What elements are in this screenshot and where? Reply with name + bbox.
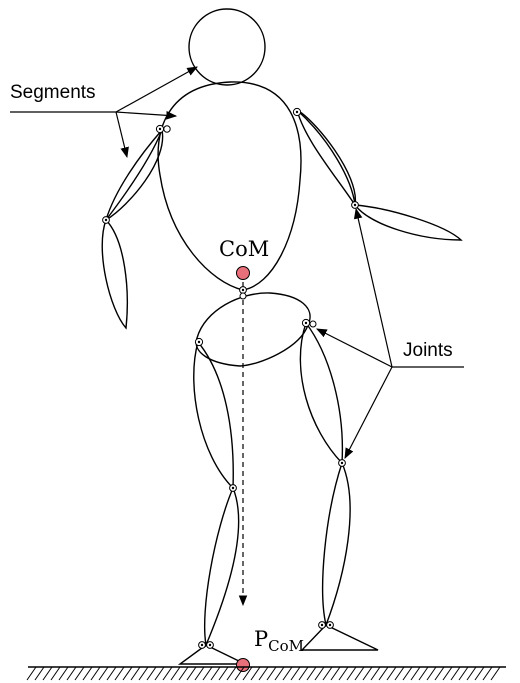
ground-hatch-line [91, 667, 100, 680]
ground-hatch-line [267, 667, 276, 680]
right-upper-arm-segment [297, 110, 355, 205]
ground-hatching [27, 667, 500, 680]
right-shank-segment [323, 463, 350, 625]
joint-right-elbow [352, 202, 359, 209]
ground-hatch-line [227, 667, 236, 680]
pcom-label: PCoM [254, 627, 304, 655]
ground-hatch-line [283, 667, 292, 680]
ground-hatch-line [27, 667, 36, 680]
ground-hatch-line [419, 667, 428, 680]
ground-hatch-line [347, 667, 356, 680]
ground-hatch-line [427, 667, 436, 680]
ground-hatch-line [83, 667, 92, 680]
left-shank-segment [205, 488, 239, 645]
ground-hatch-line [211, 667, 220, 680]
ground-hatch-line [339, 667, 348, 680]
pelvis-segment [196, 293, 310, 366]
ground-hatch-line [107, 667, 116, 680]
joint-left-shoulder [156, 125, 170, 132]
ground-hatch-line [155, 667, 164, 680]
pcom-marker [237, 659, 250, 672]
joint-spine [240, 287, 247, 299]
ground-hatch-line [43, 667, 52, 680]
ground-hatch-line [355, 667, 364, 680]
ground-hatch-line [163, 667, 172, 680]
ground-hatch-line [435, 667, 444, 680]
ground-hatch-line [379, 667, 388, 680]
ground-hatch-line [179, 667, 188, 680]
right-forearm-segment [355, 205, 461, 240]
ground-hatch-line [307, 667, 316, 680]
ground-hatch-line [371, 667, 380, 680]
ground-hatch-line [483, 667, 492, 680]
joint-markers [103, 108, 359, 648]
ground-hatch-line [123, 667, 132, 680]
ground-hatch-line [291, 667, 300, 680]
joints-arrow-hip [317, 329, 392, 367]
ground-hatch-line [443, 667, 452, 680]
ground-hatch-line [99, 667, 108, 680]
ground-hatch-line [403, 667, 412, 680]
ground-hatch-line [51, 667, 60, 680]
ground-hatch-line [467, 667, 476, 680]
joint-left-knee [230, 485, 237, 492]
joint-right-shoulder [293, 108, 300, 115]
ground-hatch-line [219, 667, 228, 680]
ground-hatch-line [363, 667, 372, 680]
ground-hatch-line [251, 667, 260, 680]
ground-hatch-line [147, 667, 156, 680]
ground-hatch-line [59, 667, 68, 680]
ground [27, 667, 506, 680]
ground-hatch-line [115, 667, 124, 680]
ground-hatch-line [203, 667, 212, 680]
joint-left-elbow [103, 217, 110, 224]
ground-hatch-line [259, 667, 268, 680]
ground-hatch-line [395, 667, 404, 680]
segments-arrow-arm [116, 112, 127, 157]
ground-hatch-line [315, 667, 324, 680]
right-upper-arm-outline [297, 110, 355, 205]
joints-arrow-elbow [356, 209, 392, 367]
ground-hatch-line [195, 667, 204, 680]
ground-hatch-line [275, 667, 284, 680]
com-marker [237, 267, 250, 280]
ground-hatch-line [459, 667, 468, 680]
ground-hatch-line [451, 667, 460, 680]
ground-hatch-line [299, 667, 308, 680]
joints-label: Joints [403, 340, 453, 361]
ground-hatch-line [323, 667, 332, 680]
right-foot-segment [302, 625, 378, 650]
left-upper-arm-outline [106, 130, 163, 220]
head-segment [189, 9, 265, 85]
joint-right-hip [302, 319, 316, 327]
segments-arrow-trunk [116, 112, 176, 116]
ground-hatch-line [411, 667, 420, 680]
right-thigh-segment [300, 323, 342, 463]
com-label: CoM [219, 237, 269, 261]
ground-hatch-line [491, 667, 500, 680]
ground-hatch-line [75, 667, 84, 680]
ground-hatch-line [475, 667, 484, 680]
joints-arrow-knee [345, 367, 392, 458]
ground-hatch-line [171, 667, 180, 680]
joint-left-hip [195, 338, 202, 345]
left-forearm-segment [102, 220, 127, 328]
ground-hatch-line [67, 667, 76, 680]
ground-hatch-line [331, 667, 340, 680]
ground-hatch-line [131, 667, 140, 680]
ground-hatch-line [139, 667, 148, 680]
ground-hatch-line [35, 667, 44, 680]
ground-hatch-line [187, 667, 196, 680]
segments-label: Segments [10, 82, 96, 103]
ground-hatch-line [387, 667, 396, 680]
segments-arrow-head [116, 67, 197, 112]
joint-right-knee [339, 460, 346, 467]
left-upper-arm-segment [106, 130, 162, 220]
